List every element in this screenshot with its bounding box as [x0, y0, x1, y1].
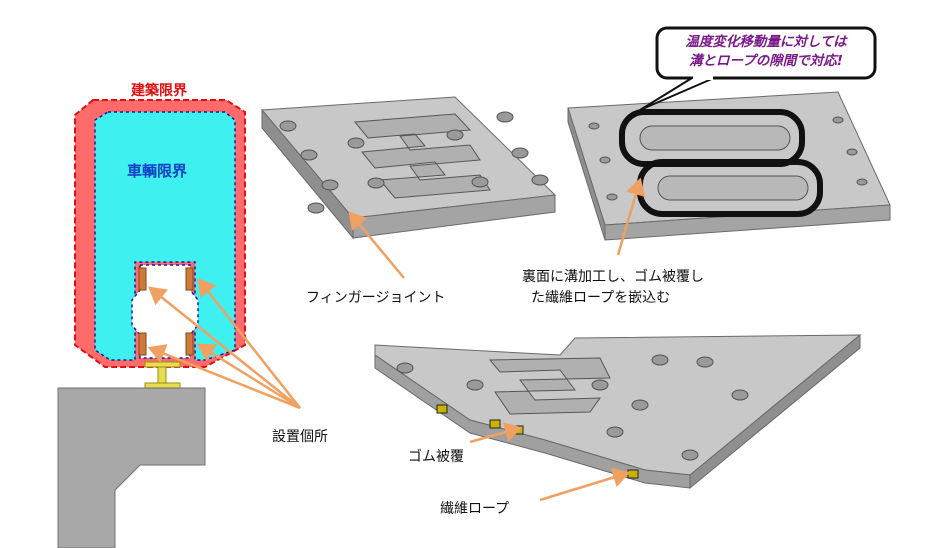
- rear-groove-label-line1: 裏面に溝加工し、ゴム被覆し: [522, 269, 704, 285]
- callout-line2: 溝とロープの隙間で対応!: [689, 53, 843, 69]
- support-bracket: [144, 361, 181, 389]
- arrow: [196, 343, 301, 410]
- vehicle-limit-label: 車輌限界: [127, 162, 188, 180]
- arrow: [147, 344, 301, 410]
- rear-groove-plate: [567, 91, 891, 256]
- rubber-coating-label: ゴム被覆: [408, 449, 464, 465]
- arrow: [348, 211, 405, 279]
- finger-joint-plate: [260, 96, 557, 279]
- joint-pad: [185, 332, 194, 356]
- callout-text: 温度変化移動量に対しては 溝とロープの隙間で対応!: [660, 33, 872, 71]
- callout-line1: 温度変化移動量に対しては: [685, 34, 847, 50]
- installation-points-label: 設置個所: [272, 429, 328, 445]
- joint-pad: [185, 267, 194, 291]
- arrow: [197, 278, 301, 409]
- arrow: [148, 286, 301, 409]
- concrete-structure: [57, 387, 206, 548]
- fiber-rope-label: 繊維ロープ: [440, 501, 510, 517]
- rear-groove-label-line2: た繊維ロープを嵌込む: [531, 290, 671, 306]
- joint-pad: [138, 332, 147, 356]
- building-limit-label: 建築限界: [131, 83, 187, 99]
- callout-bubble: [639, 26, 877, 111]
- clearance-section: [57, 99, 301, 548]
- finger-joint-label: フィンガージョイント: [306, 290, 446, 306]
- rope-segment: [627, 469, 639, 479]
- rope-segment: [436, 404, 448, 414]
- cut-section-view: [374, 333, 862, 502]
- joint-pad: [138, 267, 147, 291]
- arrow: [539, 467, 631, 502]
- rope-segment: [489, 419, 501, 429]
- arrow: [616, 177, 646, 256]
- arrow: [469, 422, 523, 444]
- vehicle-limit-area: [94, 111, 236, 361]
